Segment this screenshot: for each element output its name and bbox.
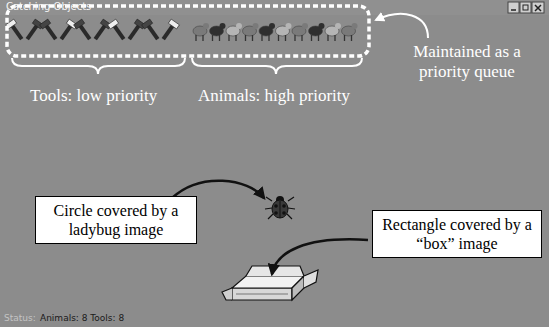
callout-text: Rectangle covered by a “box” image [378,215,536,253]
callout-note: Maintained as a priority queue [392,42,542,82]
object-icons [6,19,358,42]
ladybug-image [265,196,295,219]
pointer-arrow [272,239,368,274]
status-text: Animals: 8 Tools: 8 [40,313,124,323]
window-title: Catching Objects [6,1,91,13]
group-label: Animals: high priority [198,86,350,106]
window-buttons [508,2,544,13]
callout-box: Rectangle covered by a “box” image [372,210,542,258]
group-label: Tools: low priority [30,86,157,106]
queue-outline [7,6,369,56]
callout-text: Circle covered by a ladybug image [41,201,191,239]
status-label: Status: [4,313,36,323]
animals-bracket [192,58,362,74]
tools-bracket [12,58,185,74]
leader-line [376,14,428,38]
box-image [222,266,318,300]
callout-box: Circle covered by a ladybug image [35,196,197,244]
